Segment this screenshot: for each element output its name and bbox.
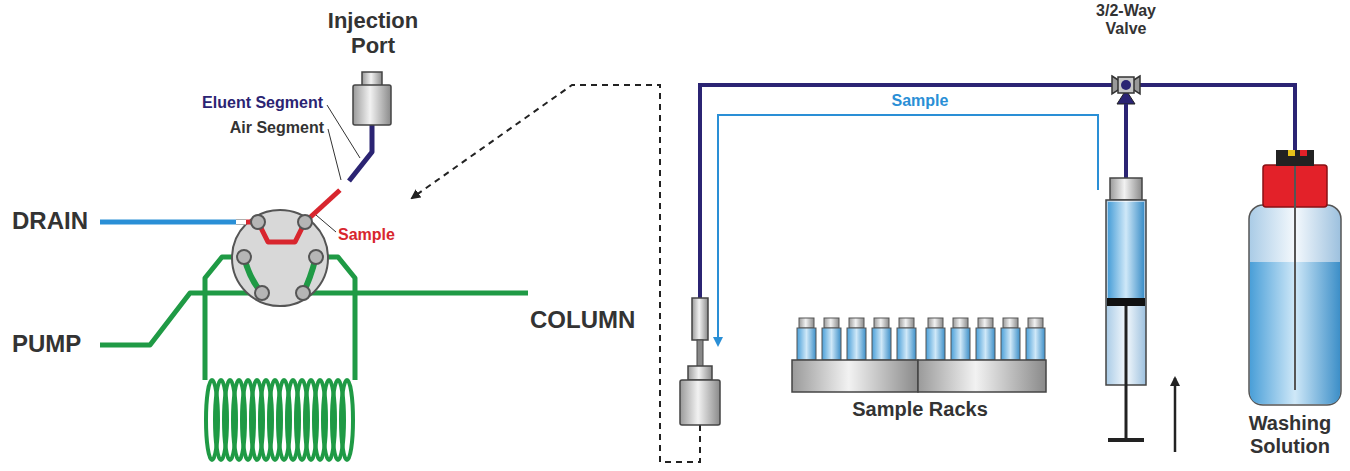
column-label: COLUMN: [530, 306, 655, 334]
wash-bottle: [1249, 150, 1341, 405]
drain-label: DRAIN: [12, 207, 102, 235]
valve-label: 3/2-Way Valve: [1076, 2, 1176, 39]
needle-holder: [692, 298, 708, 340]
sample-vials: [797, 318, 1045, 360]
rack-label: Sample Racks: [820, 398, 1020, 421]
bottle-label: Washing Solution: [1234, 412, 1346, 458]
sample-label: Sample: [338, 226, 428, 244]
drain-line: [100, 220, 236, 225]
segment-label: Eluent Segment: [168, 94, 323, 112]
sample-rack: [792, 360, 918, 392]
sample-flow-arrow: [718, 115, 1098, 345]
injection-port: [353, 85, 391, 125]
port-label: Injection Port: [318, 8, 428, 59]
sample-loop-coil: [206, 380, 353, 460]
needle-port: [680, 380, 720, 425]
injection-valve: [232, 210, 328, 306]
sample-rack: [918, 360, 1046, 392]
injection-port-cap: [362, 72, 382, 86]
syringe: [1106, 104, 1146, 440]
wash-tubing: [1140, 85, 1295, 152]
plunger-direction-arrow: [1174, 378, 1177, 452]
segment-label: Air Segment: [200, 119, 324, 137]
three-way-valve: [1112, 76, 1140, 104]
eluent-segment: [349, 125, 372, 181]
needle-tubing: [700, 85, 1112, 300]
dashed-link: [412, 85, 700, 462]
sample-flow-label: Sample: [870, 92, 970, 110]
valve-ports: [237, 215, 323, 300]
pump-label: PUMP: [12, 330, 102, 358]
